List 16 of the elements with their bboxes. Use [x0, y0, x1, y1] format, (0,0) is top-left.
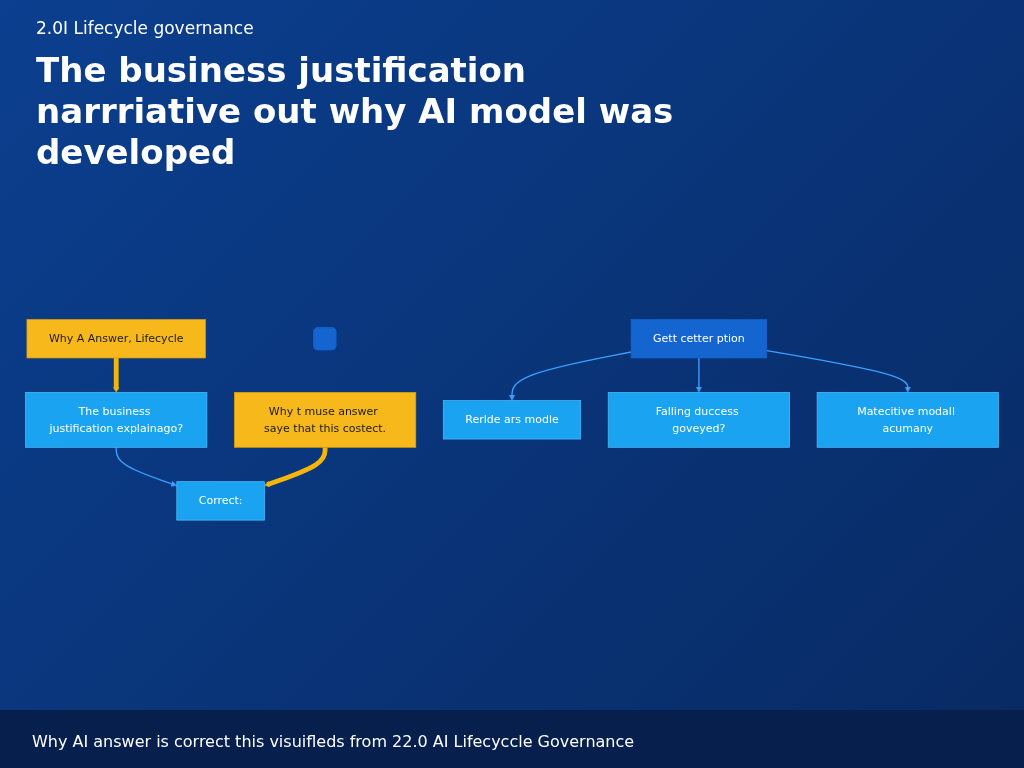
node-box: Why A Answer, Lifecycle: [26, 319, 206, 359]
arrow: [115, 446, 177, 487]
node-box: The business justification explainago?: [25, 392, 208, 448]
node-box: Matecitive modall acumany: [816, 392, 999, 448]
node-box: Falling duccess goveyed?: [607, 392, 790, 448]
title: The business justification narrriative out why AI model was developed: [36, 50, 675, 173]
node-box: Why t muse answer saye that this costect.: [234, 392, 417, 448]
node-box: Gett cetter ption: [630, 319, 768, 359]
arrow: [695, 357, 702, 393]
arrow: [509, 351, 632, 402]
node-box: Rerlde ars modle: [442, 400, 582, 440]
node-box: Correct:: [176, 481, 265, 521]
caption: Why AI answer is correct this visuifleds from 22.0 AI Lifecyccle Governance: [32, 732, 635, 751]
section-label: 2.0I Lifecycle governance: [36, 18, 254, 38]
arrow: [113, 358, 120, 393]
arrow: [766, 350, 911, 393]
